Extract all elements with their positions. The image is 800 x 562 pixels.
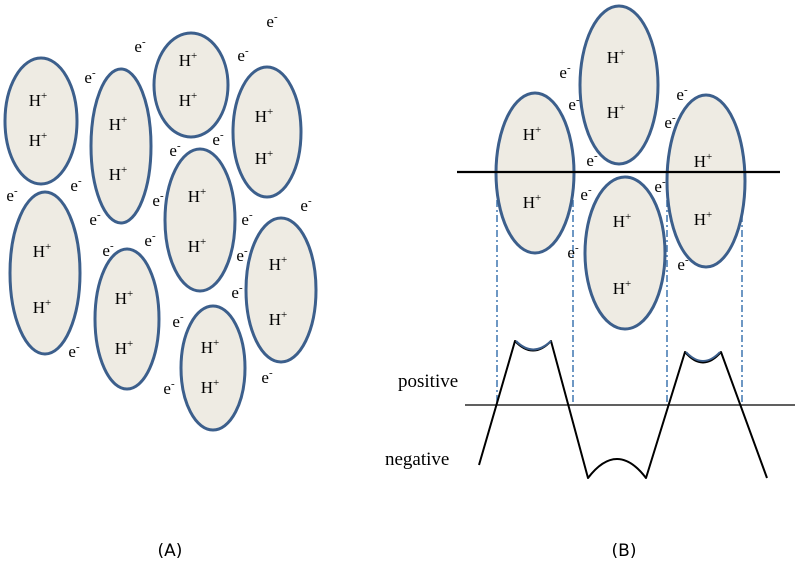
h2-molecule: H+ H+: [152, 31, 230, 139]
molecule-ellipse: [163, 147, 237, 293]
proton-label: H+: [201, 337, 220, 357]
electron-label: e-: [84, 67, 96, 87]
proton-label: H+: [29, 130, 48, 150]
h2-molecule: H+ H+: [179, 304, 247, 432]
molecule-ellipse: [244, 216, 318, 364]
molecule-ellipse: [231, 65, 303, 199]
proton-label: H+: [607, 102, 626, 122]
proton-label: H+: [29, 90, 48, 110]
h2-molecule: H+ H+: [244, 216, 318, 364]
h2-molecule: H+ H+: [3, 56, 79, 186]
electron-label: e-: [212, 129, 224, 149]
molecule-ellipse: [89, 67, 153, 225]
electron-label: e-: [68, 341, 80, 361]
proton-label: H+: [523, 192, 542, 212]
waveform-dip: [515, 340, 552, 351]
proton-label: H+: [694, 151, 713, 171]
electron-label: e-: [237, 45, 249, 65]
h2-molecule: H+ H+: [583, 175, 667, 331]
electron-label: e-: [6, 185, 18, 205]
electron-label: e-: [567, 242, 579, 262]
caption-b: (B): [612, 541, 637, 561]
electron-label: e-: [89, 209, 101, 229]
proton-label: H+: [255, 106, 274, 126]
electron-label: e-: [677, 254, 689, 274]
electron-label: e-: [300, 195, 312, 215]
h2-molecule: H+ H+: [163, 147, 237, 293]
electron-label: e-: [152, 190, 164, 210]
potential-waveform: [478, 340, 768, 479]
proton-label: H+: [269, 254, 288, 274]
waveform-dip: [685, 351, 721, 362]
proton-label: H+: [109, 114, 128, 134]
proton-label: H+: [115, 288, 134, 308]
h2-molecule: H+ H+: [8, 190, 82, 356]
positive-label: positive: [398, 371, 458, 392]
h2-molecule: H+ H+: [231, 65, 303, 199]
electron-label: e-: [676, 84, 688, 104]
electron-label: e-: [664, 112, 676, 132]
electron-label: e-: [241, 209, 253, 229]
h2-molecule: H+ H+: [93, 247, 161, 391]
electron-label: e-: [580, 184, 592, 204]
molecule-ellipse: [665, 93, 747, 269]
electron-label: e-: [172, 311, 184, 331]
h2-molecule: H+ H+: [665, 93, 747, 269]
proton-label: H+: [188, 236, 207, 256]
panel-a: H+ H+ H+ H+ H+ H+ H+ H+ H+ H+ H+ H+ H+ H+ H+ H+ H+ H+ e-e-…: [3, 11, 318, 432]
molecule-ellipse: [152, 31, 230, 139]
proton-label: H+: [201, 377, 220, 397]
proton-label: H+: [607, 47, 626, 67]
negative-label: negative: [385, 449, 449, 470]
h2-molecule: H+ H+: [89, 67, 153, 225]
electron-label: e-: [261, 367, 273, 387]
proton-label: H+: [33, 297, 52, 317]
molecule-ellipse: [3, 56, 79, 186]
proton-label: H+: [179, 90, 198, 110]
proton-label: H+: [179, 50, 198, 70]
panel-b: H+ H+ H+ H+ H+ H+ H+ H+ e-e-e-e-e-e-e-e-e-positi…: [385, 4, 795, 479]
electron-label: e-: [134, 36, 146, 56]
electron-label: e-: [169, 140, 181, 160]
electron-label: e-: [266, 11, 278, 31]
electron-label: e-: [70, 175, 82, 195]
proton-label: H+: [694, 209, 713, 229]
electron-label: e-: [236, 245, 248, 265]
electron-label: e-: [163, 378, 175, 398]
proton-label: H+: [613, 278, 632, 298]
molecule-ellipse: [8, 190, 82, 356]
molecule-ellipse: [583, 175, 667, 331]
h2-molecule: H+ H+: [578, 4, 660, 166]
molecule-ellipse: [578, 4, 660, 166]
electron-label: e-: [568, 94, 580, 114]
proton-label: H+: [523, 124, 542, 144]
proton-label: H+: [109, 164, 128, 184]
electron-label: e-: [102, 240, 114, 260]
proton-label: H+: [33, 241, 52, 261]
electron-label: e-: [559, 62, 571, 82]
molecule-ellipse: [179, 304, 247, 432]
molecule-ellipse: [93, 247, 161, 391]
proton-label: H+: [255, 148, 274, 168]
proton-label: H+: [613, 211, 632, 231]
caption-a: (A): [158, 541, 183, 561]
proton-label: H+: [269, 309, 288, 329]
proton-label: H+: [188, 186, 207, 206]
electron-label: e-: [144, 230, 156, 250]
proton-label: H+: [115, 338, 134, 358]
electron-label: e-: [586, 150, 598, 170]
electron-label: e-: [654, 176, 666, 196]
electron-label: e-: [231, 282, 243, 302]
